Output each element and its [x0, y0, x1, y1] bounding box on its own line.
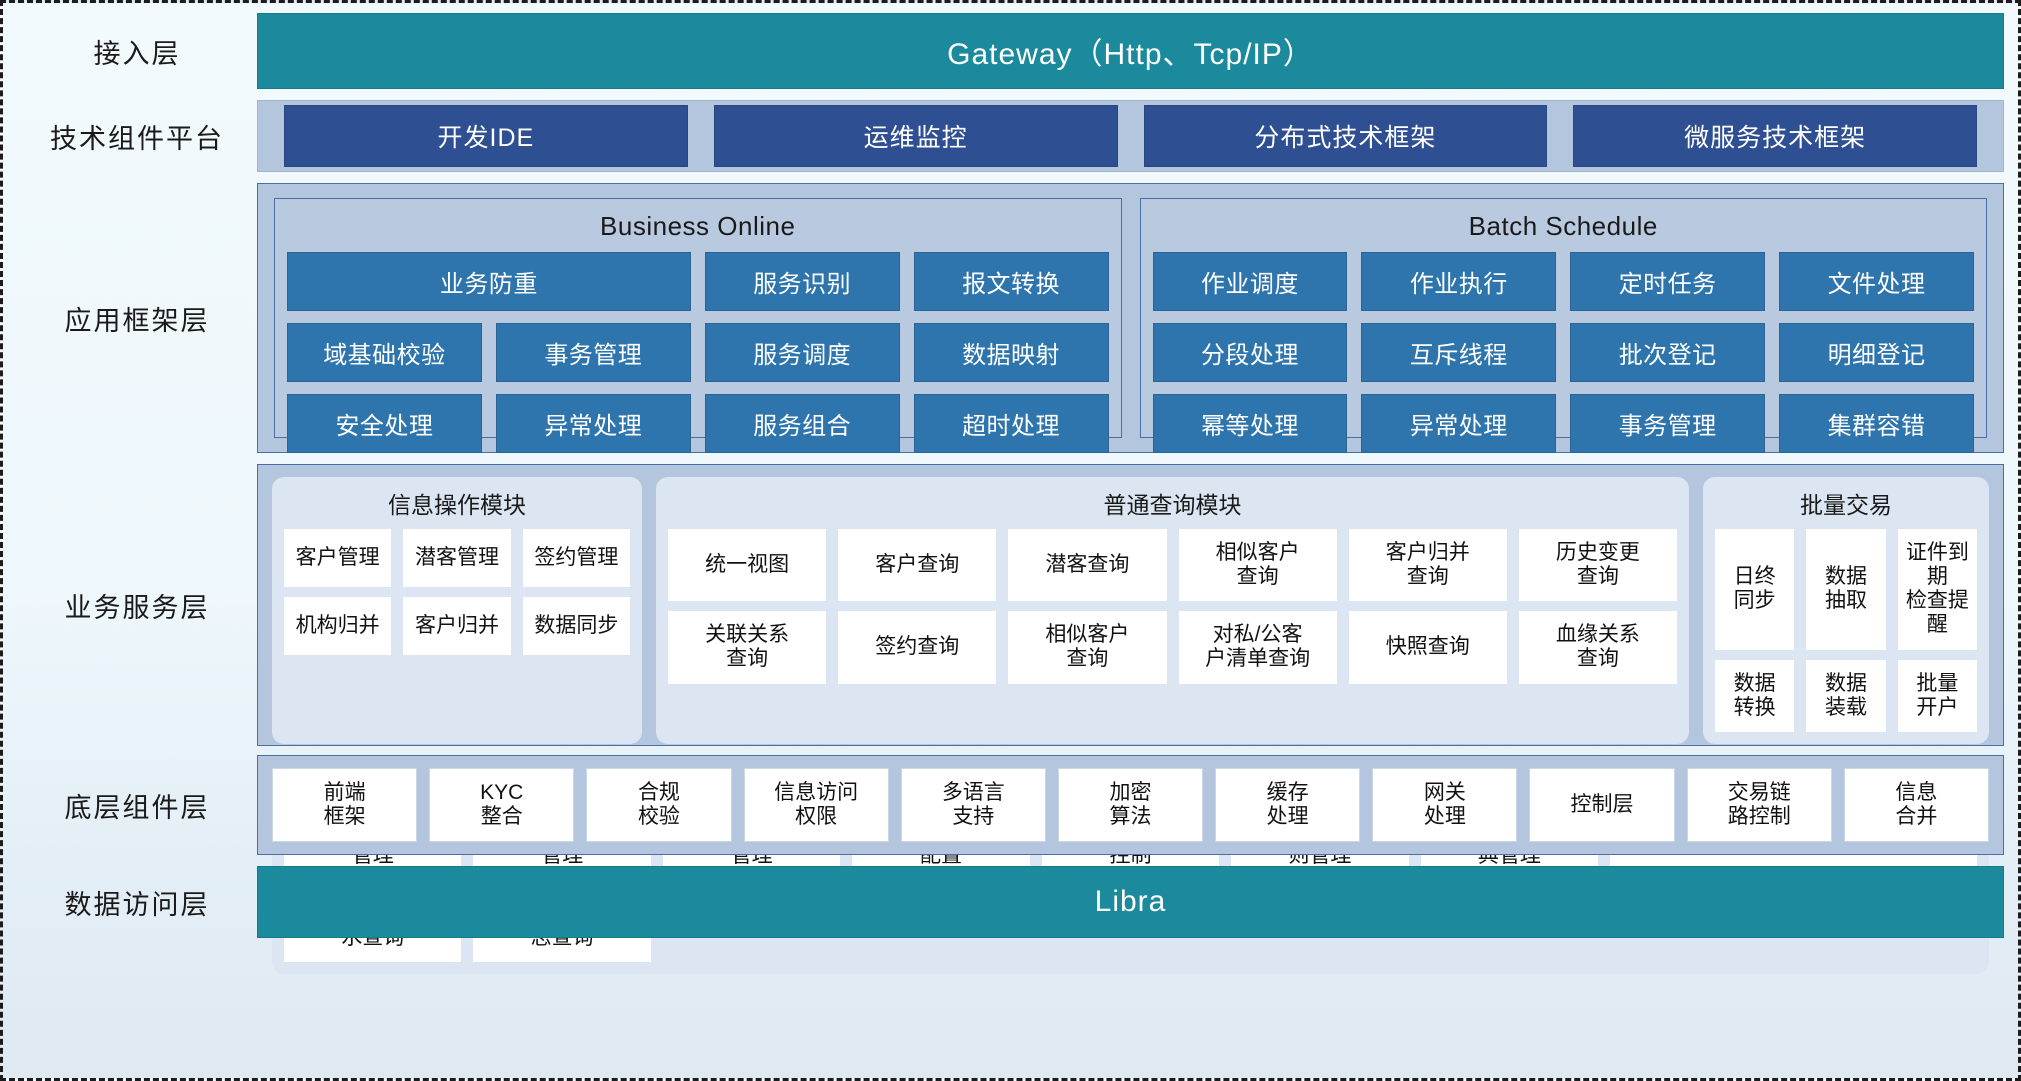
tech-platform-panel: 开发IDE 运维监控 分布式技术框架 微服务技术框架 [257, 100, 2004, 172]
tech-chip-distributed-framework[interactable]: 分布式技术框架 [1143, 105, 1548, 167]
fw-cell-data-mapping[interactable]: 数据映射 [913, 323, 1109, 382]
fw-cell-business-dedup[interactable]: 业务防重 [287, 252, 691, 311]
fw-cell-batch-exception-process[interactable]: 异常处理 [1361, 394, 1557, 453]
comp-cell-frontend-framework[interactable]: 前端框架 [272, 768, 418, 842]
svc-cell-customer-merge[interactable]: 客户归并 [403, 597, 511, 655]
layer-label-business-service: 业务服务层 [64, 592, 210, 623]
fw-cell-batch-transaction-mgmt[interactable]: 事务管理 [1570, 394, 1766, 453]
info-operation-grid: 客户管理 潜客管理 签约管理 机构归并 客户归并 数据同步 [284, 529, 630, 655]
svc-cell-eod-sync[interactable]: 日终同步 [1715, 529, 1795, 650]
svc-cell-customer-query[interactable]: 客户查询 [838, 529, 997, 602]
svc-cell-snapshot-query[interactable]: 快照查询 [1348, 611, 1507, 684]
comp-cell-encryption-algorithm[interactable]: 加密算法 [1057, 768, 1204, 842]
layer-app-framework: 应用框架层 Business Online 业务防重 服务识别 报文转换 域基础… [17, 183, 2004, 453]
fw-cell-segment-process[interactable]: 分段处理 [1152, 323, 1348, 382]
layer-label-data-access: 数据访问层 [64, 889, 210, 920]
libra-bar: Libra [257, 866, 2004, 938]
svc-cell-prospect-mgmt[interactable]: 潜客管理 [403, 529, 511, 587]
fw-cell-service-identify[interactable]: 服务识别 [704, 252, 900, 311]
business-service-panel: 信息操作模块 客户管理 潜客管理 签约管理 机构归并 客户归并 数据同步 普通查… [257, 464, 2004, 975]
fw-cell-cluster-fault-tolerance[interactable]: 集群容错 [1779, 394, 1974, 453]
group-title-business-online: Business Online [600, 211, 796, 241]
fw-cell-service-dispatch[interactable]: 服务调度 [704, 323, 900, 382]
comp-cell-control-layer[interactable]: 控制层 [1529, 768, 1675, 842]
tech-chip-ide[interactable]: 开发IDE [284, 105, 688, 167]
svc-cell-org-merge[interactable]: 机构归并 [284, 597, 392, 655]
svc-cell-history-change-query[interactable]: 历史变更查询 [1518, 529, 1677, 602]
svc-cell-contract-mgmt[interactable]: 签约管理 [522, 529, 630, 587]
fw-cell-batch-register[interactable]: 批次登记 [1570, 323, 1766, 382]
svc-cell-customer-merge-query[interactable]: 客户归并查询 [1348, 529, 1507, 602]
svc-cell-similar-customer-query-1[interactable]: 相似客户查询 [1178, 529, 1337, 602]
app-framework-panel: Business Online 业务防重 服务识别 报文转换 域基础校验 事务管… [257, 183, 2004, 453]
group-batch-transaction: 批量交易 日终同步 数据抽取 证件到期检查提醒 数据转换 数据装载 批量开户 [1703, 477, 1989, 744]
fw-cell-timed-task[interactable]: 定时任务 [1570, 252, 1766, 311]
fw-cell-domain-validate[interactable]: 域基础校验 [287, 323, 482, 382]
layer-business-service: 业务服务层 信息操作模块 客户管理 潜客管理 签约管理 机构归并 客户归并 数据… [17, 464, 2004, 975]
comp-cell-info-merge[interactable]: 信息合并 [1843, 768, 1989, 842]
fw-cell-message-transform[interactable]: 报文转换 [913, 252, 1109, 311]
fw-cell-detail-register[interactable]: 明细登记 [1779, 323, 1974, 382]
group-info-operation: 信息操作模块 客户管理 潜客管理 签约管理 机构归并 客户归并 数据同步 [272, 477, 642, 744]
svc-cell-retail-corporate-list-query[interactable]: 对私/公客户清单查询 [1178, 611, 1337, 684]
fw-cell-file-process[interactable]: 文件处理 [1779, 252, 1974, 311]
business-service-top-row: 信息操作模块 客户管理 潜客管理 签约管理 机构归并 客户归并 数据同步 普通查… [272, 477, 1989, 744]
group-business-online: Business Online 业务防重 服务识别 报文转换 域基础校验 事务管… [274, 198, 1122, 453]
svc-cell-prospect-query[interactable]: 潜客查询 [1008, 529, 1167, 602]
group-title-batch-transaction: 批量交易 [1800, 492, 1892, 518]
group-title-common-query: 普通查询模块 [1103, 492, 1242, 518]
svc-cell-data-load[interactable]: 数据装载 [1806, 659, 1886, 732]
tech-chip-ops-monitor[interactable]: 运维监控 [713, 105, 1118, 167]
svc-cell-relation-query[interactable]: 关联关系查询 [668, 611, 827, 684]
fw-cell-job-execute[interactable]: 作业执行 [1361, 252, 1557, 311]
layer-tech-platform: 技术组件平台 开发IDE 运维监控 分布式技术框架 微服务技术框架 [17, 100, 2004, 172]
fw-cell-exception-process[interactable]: 异常处理 [495, 394, 691, 453]
svc-cell-similar-customer-query-2[interactable]: 相似客户查询 [1008, 611, 1167, 684]
business-online-grid: 业务防重 服务识别 报文转换 域基础校验 事务管理 服务调度 数据映射 安全处理… [287, 252, 1109, 453]
comp-cell-multilanguage-support[interactable]: 多语言支持 [900, 768, 1046, 842]
svc-cell-data-extract[interactable]: 数据抽取 [1806, 529, 1886, 650]
comp-cell-transaction-chain-control[interactable]: 交易链路控制 [1686, 768, 1832, 842]
batch-transaction-grid: 日终同步 数据抽取 证件到期检查提醒 数据转换 数据装载 批量开户 [1715, 529, 1977, 732]
group-title-info-operation: 信息操作模块 [388, 492, 526, 518]
batch-schedule-grid: 作业调度 作业执行 定时任务 文件处理 分段处理 互斥线程 批次登记 明细登记 … [1152, 252, 1974, 453]
fw-cell-job-schedule[interactable]: 作业调度 [1152, 252, 1348, 311]
layer-data-access: 数据访问层 Libra [17, 866, 2004, 938]
fw-cell-timeout-process[interactable]: 超时处理 [913, 394, 1109, 453]
fw-cell-transaction-mgmt[interactable]: 事务管理 [495, 323, 691, 382]
svc-cell-contract-query[interactable]: 签约查询 [838, 611, 997, 684]
layer-label-access: 接入层 [93, 38, 181, 69]
tech-chip-microservice-framework[interactable]: 微服务技术框架 [1573, 105, 1977, 167]
layer-label-tech-platform: 技术组件平台 [50, 123, 224, 154]
comp-cell-gateway-process[interactable]: 网关处理 [1372, 768, 1518, 842]
gateway-bar: Gateway（Http、Tcp/IP） [257, 13, 2004, 89]
comp-cell-compliance-check[interactable]: 合规校验 [586, 768, 732, 842]
group-common-query: 普通查询模块 统一视图 客户查询 潜客查询 相似客户查询 客户归并查询 历史变更… [656, 477, 1689, 744]
group-title-batch-schedule: Batch Schedule [1468, 211, 1658, 241]
fw-cell-idempotent-process[interactable]: 幂等处理 [1152, 394, 1348, 453]
group-batch-schedule: Batch Schedule 作业调度 作业执行 定时任务 文件处理 分段处理 … [1139, 198, 1987, 453]
svc-cell-cert-expiry-reminder[interactable]: 证件到期检查提醒 [1897, 529, 1977, 650]
fw-cell-mutex-thread[interactable]: 互斥线程 [1361, 323, 1557, 382]
comp-cell-info-access-permission[interactable]: 信息访问权限 [743, 768, 889, 842]
layer-label-app-framework: 应用框架层 [64, 305, 210, 336]
fw-cell-service-compose[interactable]: 服务组合 [704, 394, 900, 453]
comp-cell-cache-process[interactable]: 缓存处理 [1215, 768, 1361, 842]
svc-cell-lineage-query[interactable]: 血缘关系查询 [1518, 611, 1677, 684]
svc-cell-customer-mgmt[interactable]: 客户管理 [284, 529, 392, 587]
fw-cell-security-process[interactable]: 安全处理 [287, 394, 482, 453]
svc-cell-batch-account-open[interactable]: 批量开户 [1897, 659, 1977, 732]
common-query-grid: 统一视图 客户查询 潜客查询 相似客户查询 客户归并查询 历史变更查询 关联关系… [668, 529, 1677, 684]
layer-label-base-component: 底层组件层 [64, 792, 210, 823]
svc-cell-data-sync[interactable]: 数据同步 [522, 597, 630, 655]
svc-cell-data-transform[interactable]: 数据转换 [1715, 659, 1795, 732]
layer-access: 接入层 Gateway（Http、Tcp/IP） [17, 13, 2004, 89]
svc-cell-unified-view[interactable]: 统一视图 [668, 529, 827, 602]
